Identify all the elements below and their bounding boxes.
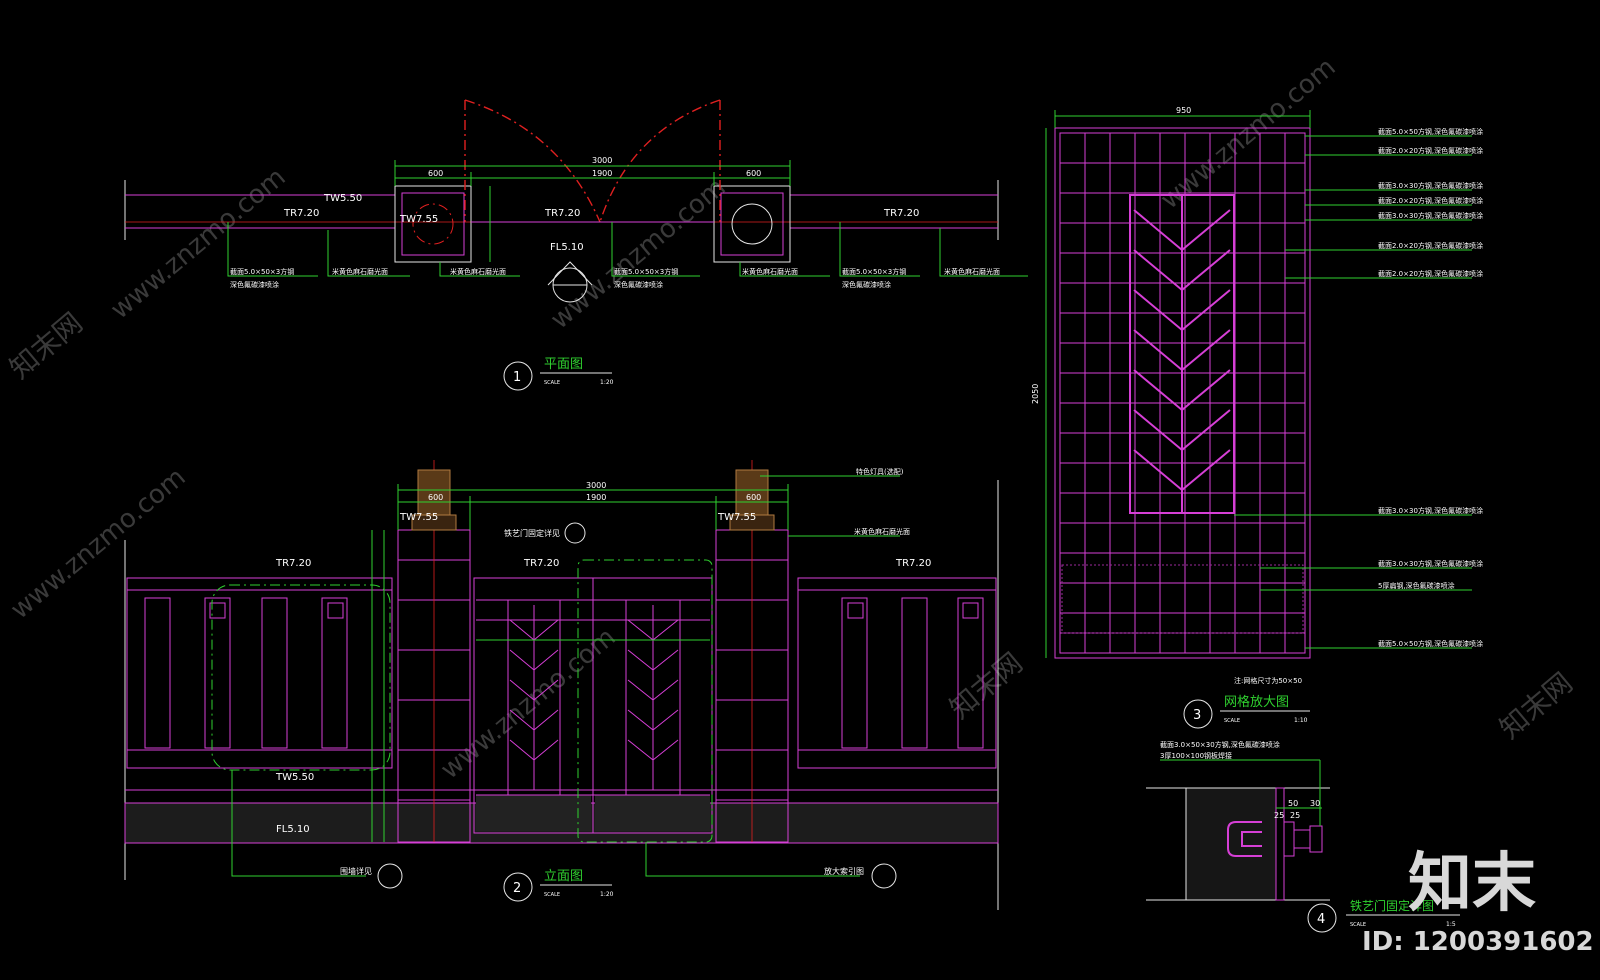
elevation-scale-label: SCALE	[544, 892, 560, 898]
level-tr720: TR7.20	[895, 558, 931, 569]
watermark-site: www.znzmo.com	[1155, 52, 1341, 215]
logo: 知末 ID: 1200391602	[1362, 847, 1594, 957]
plan-number: 1	[513, 370, 521, 385]
note-steel: 截面5.0×50×3方钢	[230, 267, 294, 276]
level-tw755: TW7.55	[717, 512, 756, 523]
dim-1900: 1900	[586, 493, 606, 502]
watermark-site: www.znzmo.com	[105, 162, 291, 325]
grid-size-note: 注:网格尺寸为50×50	[1234, 676, 1302, 685]
dim-600: 600	[428, 493, 443, 502]
note-stone: 米黄色麻石磨光面	[450, 267, 506, 276]
logo-text: 知末	[1408, 847, 1536, 921]
dim-3000: 3000	[586, 481, 606, 490]
note-lamp: 特色灯具(选配)	[856, 467, 904, 476]
elevation-title: 立面图	[544, 869, 583, 884]
grid-note: 截面5.0×50方钢,深色氟碳漆喷涂	[1378, 127, 1483, 136]
note-stone: 米黄色麻石磨光面	[332, 267, 388, 276]
watermark-cn: 知末网	[943, 646, 1029, 725]
grid-note: 截面3.0×30方钢,深色氟碳漆喷涂	[1378, 211, 1483, 220]
grid-note: 截面2.0×20方钢,深色氟碳漆喷涂	[1378, 146, 1483, 155]
grid-note: 截面5.0×50方钢,深色氟碳漆喷涂	[1378, 639, 1483, 648]
note-stone: 米黄色麻石磨光面	[854, 527, 910, 536]
plan-scale: 1:20	[600, 379, 614, 386]
note-stone: 米黄色麻石磨光面	[742, 267, 798, 276]
watermark-cn: 知末网	[1493, 666, 1579, 745]
note-wall-detail: 围墙详见	[340, 866, 372, 876]
watermark-site: www.znzmo.com	[545, 172, 731, 335]
grid-note: 截面2.0×20方钢,深色氟碳漆喷涂	[1378, 269, 1483, 278]
plan-title: 平面图	[544, 357, 583, 372]
fixing-scale-label: SCALE	[1350, 922, 1366, 928]
fixing-scale: 1:5	[1446, 921, 1456, 928]
grid-note: 截面3.0×30方钢,深色氟碳漆喷涂	[1378, 559, 1483, 568]
grid-number: 3	[1193, 708, 1201, 723]
dim-950: 950	[1176, 106, 1191, 115]
elevation-scale: 1:20	[600, 891, 614, 898]
dim-2050: 2050	[1031, 384, 1040, 404]
logo-id: ID: 1200391602	[1362, 927, 1594, 957]
fix-note-1: 截面3.0×50×30方钢,深色氟碳漆喷涂	[1160, 740, 1280, 749]
fixing-number: 4	[1317, 912, 1325, 927]
svg-text:50: 50	[1288, 799, 1298, 808]
dim-600: 600	[746, 169, 761, 178]
watermark-layer: www.znzmo.com 知末网 www.znzmo.com www.znzm…	[3, 52, 1579, 785]
level-tw755: TW7.55	[399, 214, 438, 225]
svg-text:25: 25	[1290, 811, 1300, 820]
watermark-site: www.znzmo.com	[5, 462, 191, 625]
level-tw755: TW7.55	[399, 512, 438, 523]
note-stone: 米黄色麻石磨光面	[944, 267, 1000, 276]
level-tw550: TW5.50	[275, 772, 314, 783]
fix-note-2: 3厚100×100钢板焊接	[1160, 751, 1232, 760]
elevation-view: 3000 1900 600 600 TW7.55 TW7.55 TR7.20 T…	[124, 460, 999, 910]
grid-scale: 1:10	[1294, 717, 1308, 724]
note-paint: 深色氟碳漆喷涂	[614, 280, 663, 289]
dim-3000: 3000	[592, 156, 612, 165]
plan-scale-label: SCALE	[544, 380, 560, 386]
grid-view: 950 2050 截面5.0×50方钢,深色氟碳漆喷涂 截面2.0×20方钢,深…	[1031, 106, 1483, 729]
level-tr720: TR7.20	[283, 208, 319, 219]
note-steel: 截面5.0×50×3方钢	[842, 267, 906, 276]
dim-600: 600	[428, 169, 443, 178]
level-tr720: TR7.20	[883, 208, 919, 219]
level-tr720: TR7.20	[544, 208, 580, 219]
note-paint: 深色氟碳漆喷涂	[842, 280, 891, 289]
watermark-site: www.znzmo.com	[435, 622, 621, 785]
grid-note: 截面3.0×30方钢,深色氟碳漆喷涂	[1378, 181, 1483, 190]
level-tr720: TR7.20	[275, 558, 311, 569]
note-paint: 深色氟碳漆喷涂	[230, 280, 279, 289]
plan-view: 3000 1900 600 600 TW5.50 TR7.20 TW7.55 T…	[124, 99, 1028, 391]
grid-note: 5厚扁钢,深色氟碳漆喷涂	[1378, 581, 1455, 590]
level-fl510: FL5.10	[550, 242, 584, 253]
elevation-number: 2	[513, 881, 521, 896]
note-enlarge: 放大索引图	[824, 866, 864, 876]
svg-text:30: 30	[1310, 799, 1320, 808]
grid-title: 网格放大图	[1224, 694, 1289, 710]
svg-text:25: 25	[1274, 811, 1284, 820]
grid-scale-label: SCALE	[1224, 718, 1240, 724]
level-tw550: TW5.50	[323, 193, 362, 204]
fixing-title: 铁艺门固定详图	[1350, 898, 1434, 913]
dim-600: 600	[746, 493, 761, 502]
fixing-detail: 50 30 25 25 截面3.0×50×30方钢,深色氟碳漆喷涂 3厚100×…	[1146, 740, 1460, 933]
note-steel: 截面5.0×50×3方钢	[614, 267, 678, 276]
note-gate-fix: 铁艺门固定详见	[504, 528, 560, 538]
dim-1900: 1900	[592, 169, 612, 178]
level-fl510: FL5.10	[276, 824, 310, 835]
level-tr720: TR7.20	[523, 558, 559, 569]
grid-note: 截面2.0×20方钢,深色氟碳漆喷涂	[1378, 196, 1483, 205]
grid-note: 截面3.0×30方钢,深色氟碳漆喷涂	[1378, 506, 1483, 515]
grid-note: 截面2.0×20方钢,深色氟碳漆喷涂	[1378, 241, 1483, 250]
watermark-cn: 知末网	[3, 306, 89, 385]
